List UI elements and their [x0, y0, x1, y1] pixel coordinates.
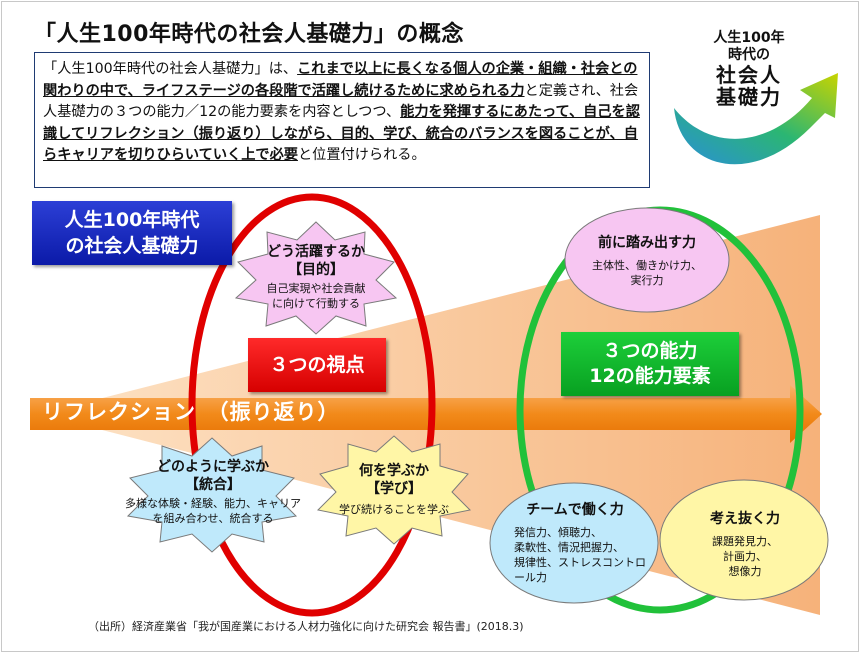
ellipse-thinking [659, 479, 829, 601]
learning-label: 何を学ぶか 【学び】 学び続けることを学ぶ [330, 462, 458, 517]
integration-text: 多様な体験・経験、能力、キャリア を組み合わせ、統合する [125, 497, 301, 525]
ellipse-team [489, 482, 659, 604]
logo-text: 人生100年 時代の 社会人 基礎力 [694, 30, 804, 108]
three-abilities-label: ３つの能力 12の能力要素 [561, 332, 739, 396]
three-perspectives-label: ３つの視点 [248, 338, 386, 392]
action-title: 前に踏み出す力 [598, 235, 696, 251]
ellipse-action [564, 207, 730, 313]
reflection-label: リフレクション （振り返り） [42, 400, 340, 424]
reflection-arrow [30, 385, 822, 443]
desc-part-1: 「人生100年時代の社会人基礎力」は、 [43, 61, 298, 77]
green-label-line-1: ３つの能力 [602, 340, 698, 362]
action-label: 前に踏み出す力 主体性、働きかけ力、 実行力 [577, 234, 717, 288]
source-note: （出所）経済産業省「我が国産業における人材力強化に向けた研究会 報告書」(201… [88, 620, 524, 633]
thinking-text: 課題発見力、 計画力、 想像力 [712, 535, 778, 578]
logo-line-3: 社会人 [716, 63, 782, 87]
star-learning [316, 435, 472, 545]
integration-label: どのように学ぶか 【統合】 多様な体験・経験、能力、キャリア を組み合わせ、統合… [118, 458, 308, 526]
thinking-label: 考え抜く力 課題発見力、 計画力、 想像力 [690, 510, 800, 579]
blue-title-box: 人生100年時代 の社会人基礎力 [32, 201, 232, 265]
perspectives-ring [188, 193, 436, 617]
desc-underline-1: これまで以上に長くなる個人の企業・組織・社会との関わりの中で、ライフステージの各… [43, 61, 638, 99]
logo-swoosh-icon [674, 73, 838, 165]
purpose-text: 自己実現や社会貢献 に向けて行動する [266, 282, 366, 310]
team-text: 発信力、傾聴力、 柔軟性、情況把握力、 規律性、ストレスコントロール力 [514, 526, 646, 584]
blue-title-line-1: 人生100年時代 [64, 209, 200, 231]
star-integration [126, 437, 298, 553]
purpose-label: どう活躍するか 【目的】 自己実現や社会貢献 に向けて行動する [246, 243, 386, 311]
team-label: チームで働く力 発信力、傾聴力、 柔軟性、情況把握力、 規律性、ストレスコントロ… [496, 501, 654, 585]
star-purpose [234, 221, 398, 335]
integration-tag: 【統合】 [185, 477, 241, 493]
desc-part-3: と位置付けられる。 [297, 147, 426, 164]
desc-part-2: と定義され、社会人基礎力の３つの能力／12の能力要素を内容としつつ、 [43, 82, 639, 121]
description-box: 「人生100年時代の社会人基礎力」は、これまで以上に長くなる個人の企業・組織・社… [34, 52, 650, 188]
logo-line-1: 人生100年 [713, 30, 785, 46]
purpose-title: どう活躍するか [267, 244, 365, 260]
thinking-title: 考え抜く力 [710, 511, 780, 527]
action-text: 主体性、働きかけ力、 実行力 [592, 259, 702, 287]
green-label-line-2: 12の能力要素 [589, 365, 711, 387]
logo-line-4: 基礎力 [716, 85, 782, 109]
integration-title: どのように学ぶか [157, 459, 269, 475]
purpose-tag: 【目的】 [288, 262, 344, 278]
page-title: 「人生100年時代の社会人基礎力」の概念 [34, 22, 464, 47]
learning-text: 学び続けることを学ぶ [339, 503, 449, 516]
blue-title-line-2: の社会人基礎力 [65, 235, 199, 257]
logo-line-2: 時代の [728, 47, 770, 63]
learning-tag: 【学び】 [366, 481, 422, 497]
team-title: チームで働く力 [526, 502, 624, 518]
learning-title: 何を学ぶか [359, 463, 429, 479]
desc-underline-2: 能力を発揮するにあたって、自己を認識してリフレクション（振り返り）しながら、目的… [43, 104, 640, 164]
